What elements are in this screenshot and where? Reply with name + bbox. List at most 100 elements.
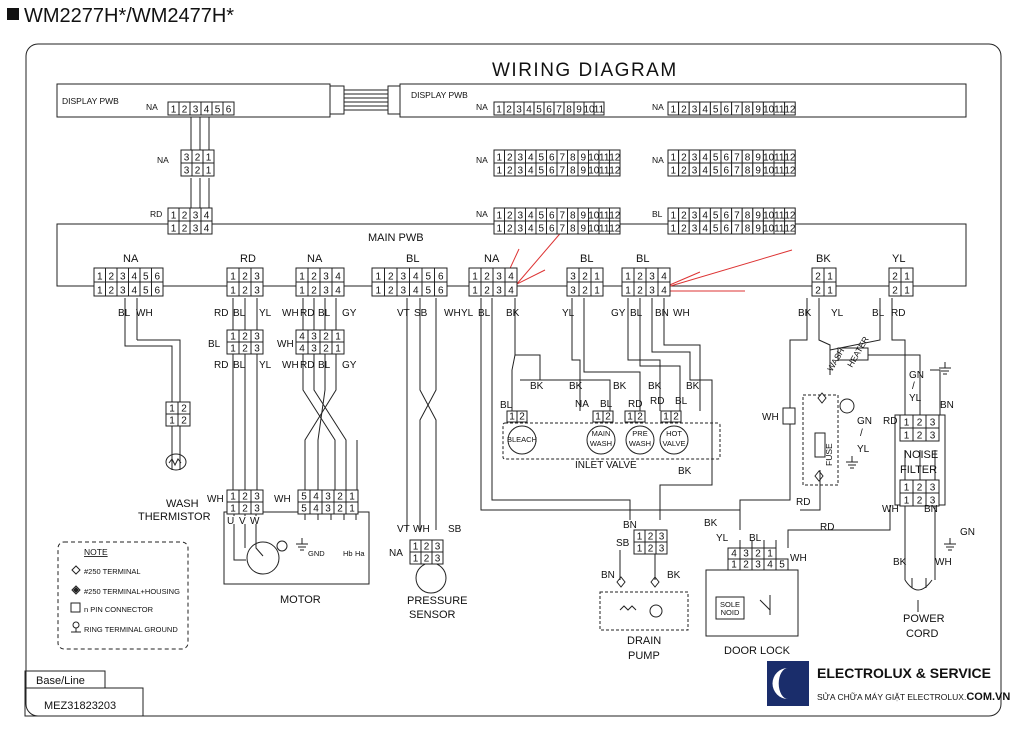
pin-label: 5 xyxy=(301,504,307,515)
pin-label: 1 xyxy=(496,105,502,116)
drain-pump-symbol xyxy=(599,576,689,631)
pin-label: 1 xyxy=(375,286,381,297)
pin-label: 4 xyxy=(313,504,319,515)
pin-label: 7 xyxy=(734,211,740,222)
pin-label: 10 xyxy=(583,105,595,116)
pin-label: 2 xyxy=(892,272,898,283)
display-pwb-right-label: DISPLAY PWB xyxy=(411,90,468,100)
wire-color-label: BL xyxy=(500,400,513,411)
pin-label: 1 xyxy=(335,344,341,355)
part-number: MEZ31823203 xyxy=(44,700,116,712)
pin-label: 9 xyxy=(580,166,586,177)
connector-color-bl: BL xyxy=(652,209,663,219)
pin-label: 2 xyxy=(648,532,654,543)
pin-label: 3 xyxy=(184,166,190,177)
ground-icon xyxy=(845,455,859,469)
pin-label: 1 xyxy=(230,492,236,503)
connector-color-bl: BL xyxy=(406,253,419,265)
wire-color-label: BL xyxy=(600,399,613,410)
inlet-valve-label: INLET VALVE xyxy=(575,460,637,471)
ground-icon xyxy=(938,361,952,375)
pin-label: 5 xyxy=(779,560,785,571)
pin-label: 1 xyxy=(904,286,910,297)
connector-color-yl: YL xyxy=(892,253,905,265)
pin-label: 5 xyxy=(538,224,544,235)
pin-label: 2 xyxy=(388,286,394,297)
pin-label: 2 xyxy=(323,344,329,355)
pin-label: 10 xyxy=(763,211,775,222)
pin-label: 2 xyxy=(484,286,490,297)
wire-color-label: VT xyxy=(397,308,410,319)
pin-label: 2 xyxy=(681,166,687,177)
pin-label: 2 xyxy=(507,211,513,222)
pin-label: 2 xyxy=(637,286,643,297)
wire-color-label: WH xyxy=(274,494,291,505)
connector-color-rd: RD xyxy=(240,253,256,265)
wire-color-label: BL xyxy=(318,360,331,371)
pin-label: 5 xyxy=(538,153,544,164)
pin-label: 4 xyxy=(508,286,514,297)
noise-filter-label: NOISE xyxy=(904,449,938,461)
pin-label: 1 xyxy=(230,332,236,343)
connector-color-na: NA xyxy=(476,102,488,112)
pin-label: 2 xyxy=(917,431,923,442)
pin-label: 3 xyxy=(254,272,260,283)
wire-color-label: SB xyxy=(448,524,462,535)
pin-label: 1 xyxy=(671,166,677,177)
wire-color-label: WH xyxy=(882,504,899,515)
main-wash-valve-label: WASH xyxy=(590,439,612,448)
main-pwb-label: MAIN PWB xyxy=(368,232,424,244)
pin-label: 4 xyxy=(702,105,708,116)
display-pwb-left-label: DISPLAY PWB xyxy=(62,96,119,106)
pin-label: 3 xyxy=(184,153,190,164)
pin-label: 1 xyxy=(767,549,773,560)
wire-color-label: / xyxy=(860,428,863,439)
wire-color-label: BK xyxy=(667,570,681,581)
pin-label: 3 xyxy=(496,272,502,283)
noise-filter-label: FILTER xyxy=(900,464,937,476)
pin-label: 6 xyxy=(226,105,232,116)
wash-thermistor-label: THERMISTOR xyxy=(138,511,211,523)
pin-label: 1 xyxy=(171,224,177,235)
pin-label: 2 xyxy=(242,286,248,297)
connector-color-bl: BL xyxy=(580,253,593,265)
pin-label: 7 xyxy=(734,224,740,235)
wire-color-label: WH xyxy=(277,339,294,350)
pin-label: 2 xyxy=(242,344,248,355)
brand-subtitle: SỬA CHỮA MÁY GIẶT ELECTROLUX.COM.VN xyxy=(817,691,1010,703)
door-lock-label: DOOR LOCK xyxy=(724,645,791,657)
pin-label: 8 xyxy=(745,166,751,177)
wire-color-label: RD xyxy=(300,360,314,371)
wire-color-label: YL xyxy=(831,308,844,319)
wire-color-label: / xyxy=(912,381,915,392)
pin-label: 4 xyxy=(767,560,773,571)
pin-label: 3 xyxy=(659,532,665,543)
wire-color-label: BN xyxy=(655,308,669,319)
pin-label: 5 xyxy=(713,153,719,164)
fuse-label: FUSE xyxy=(824,443,834,466)
pin-label: 4 xyxy=(702,224,708,235)
pin-label: 11 xyxy=(594,105,605,116)
wire-color-label: BK xyxy=(506,308,520,319)
wire-color-label: WH xyxy=(762,412,779,423)
pin-label: 1 xyxy=(637,532,643,543)
pin-label: 2 xyxy=(195,166,201,177)
pin-label: 9 xyxy=(755,224,761,235)
pin-label: 1 xyxy=(594,286,600,297)
pin-label: 9 xyxy=(580,211,586,222)
pin-label: 7 xyxy=(559,153,565,164)
solenoid-label: NOID xyxy=(721,608,740,617)
pin-label: 4 xyxy=(661,272,667,283)
connector-color-bl: BL xyxy=(636,253,649,265)
wire-color-label: WH xyxy=(282,308,299,319)
